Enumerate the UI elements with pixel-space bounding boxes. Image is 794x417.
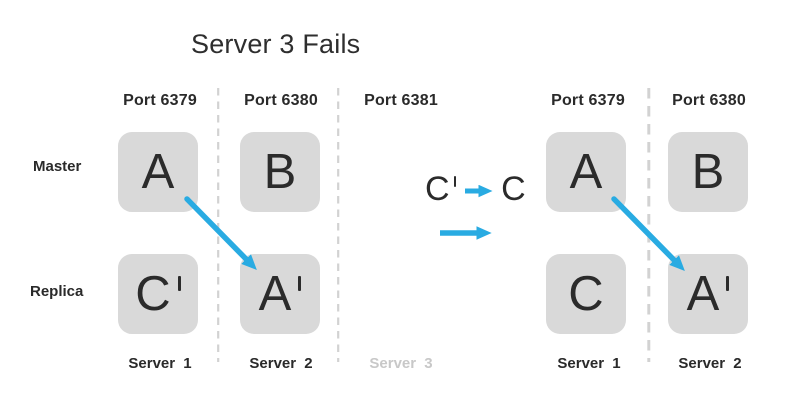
- promote-arrow-icon: [440, 226, 492, 240]
- right-replica-c-box: C: [546, 254, 626, 334]
- node-letter: B: [263, 144, 297, 199]
- node-letter: A: [686, 266, 720, 321]
- node-letter: C: [135, 266, 171, 321]
- master-row-label: Master: [33, 158, 82, 175]
- right-port-6379-label: Port 6379: [551, 92, 625, 109]
- left-server-2-label: Server 2: [249, 355, 313, 372]
- node-letter: C: [568, 266, 604, 321]
- transition-arrow-icon: [465, 184, 493, 198]
- right-port-6380-label: Port 6380: [672, 92, 746, 109]
- replica-row-label: Replica: [30, 283, 84, 300]
- prime-mark: [453, 175, 457, 187]
- diagram-title: Server 3 Fails: [191, 29, 361, 59]
- left-replica-c-prime-box: C: [118, 254, 198, 334]
- left-dashed-separator-2: [337, 88, 340, 362]
- transition-annotation: C C: [425, 169, 526, 208]
- left-port-6380-label: Port 6380: [244, 92, 318, 109]
- right-server-1-label: Server 1: [557, 355, 621, 372]
- left-master-b-box: B: [240, 132, 320, 212]
- node-letter: A: [258, 266, 292, 321]
- prime-mark: [177, 275, 181, 291]
- right-server-2-label: Server 2: [678, 355, 742, 372]
- transition-to-letter: C: [501, 169, 526, 208]
- node-letter: B: [691, 144, 725, 199]
- right-failover-arrow-icon: [611, 196, 685, 272]
- left-failover-arrow-icon: [184, 196, 257, 271]
- left-replica-a-prime-box: A: [240, 254, 320, 334]
- node-letter: A: [569, 144, 603, 199]
- transition-from-letter: C: [425, 169, 450, 208]
- node-letter: A: [141, 144, 175, 199]
- left-port-6379-label: Port 6379: [123, 92, 197, 109]
- prime-mark: [726, 275, 730, 291]
- left-server-3-label-failed: Server 3: [369, 355, 433, 372]
- right-master-b-box: B: [668, 132, 748, 212]
- prime-mark: [298, 275, 302, 291]
- left-port-6381-label: Port 6381: [364, 92, 438, 109]
- left-server-1-label: Server 1: [128, 355, 192, 372]
